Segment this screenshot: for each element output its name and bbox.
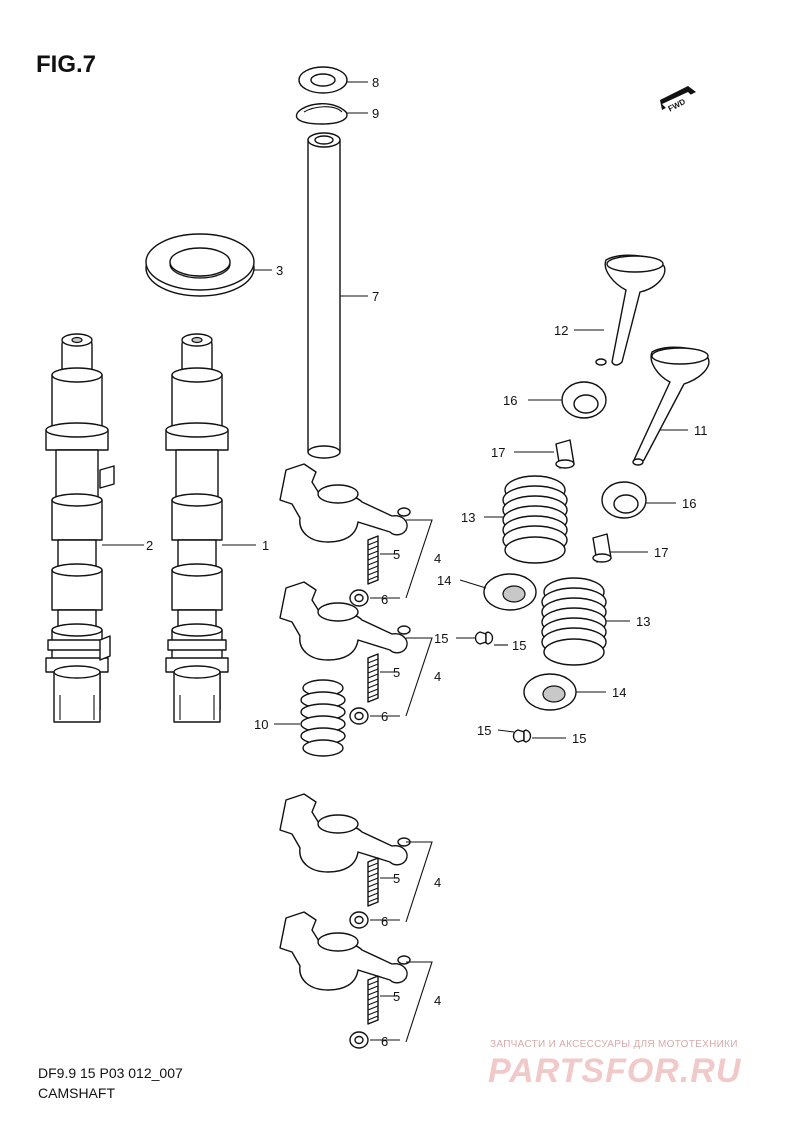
adjusting-screw-2 bbox=[367, 653, 379, 703]
rocker-arm-3 bbox=[279, 793, 411, 873]
part-13-valve-spring-upper bbox=[502, 475, 568, 564]
forward-direction-badge: FWD bbox=[660, 86, 696, 114]
callout-5-group-4: 5 bbox=[393, 989, 400, 1004]
callout-6-group-2: 6 bbox=[381, 709, 388, 724]
rocker-arm-4 bbox=[279, 911, 411, 991]
rocker-arm-2 bbox=[279, 581, 411, 661]
callout-6-group-4: 6 bbox=[381, 1034, 388, 1049]
callout-15-upper-right: 15 bbox=[512, 638, 526, 653]
callout-17-lower: 17 bbox=[654, 545, 668, 560]
callout-4-group-2: 4 bbox=[434, 669, 441, 684]
callout-5-group-3: 5 bbox=[393, 871, 400, 886]
callout-15-upper-left: 15 bbox=[434, 631, 448, 646]
adjusting-screw-3 bbox=[367, 857, 379, 907]
watermark-tagline: ЗАПЧАСТИ И АКСЕССУАРЫ ДЛЯ МОТОТЕХНИКИ bbox=[490, 1039, 738, 1050]
part-7-rocker-shaft bbox=[307, 132, 368, 459]
part-2-camshaft bbox=[45, 333, 115, 723]
callout-5-group-1: 5 bbox=[393, 547, 400, 562]
part-16-valve-seal-lower bbox=[601, 481, 647, 519]
callout-2: 2 bbox=[146, 538, 153, 553]
part-1-camshaft bbox=[165, 333, 229, 723]
figure-title: FIG.7 bbox=[36, 51, 96, 78]
part-15-valve-cotters-upper bbox=[474, 631, 494, 645]
part-3-oil-seal bbox=[145, 233, 272, 297]
callout-15-lower-right: 15 bbox=[572, 731, 586, 746]
callout-13-lower: 13 bbox=[636, 614, 650, 629]
part-13-valve-spring-lower bbox=[541, 577, 607, 666]
callout-14-upper: 14 bbox=[437, 573, 451, 588]
callout-4-group-4: 4 bbox=[434, 993, 441, 1008]
part-10-spring bbox=[274, 679, 346, 757]
callout-13-upper: 13 bbox=[461, 510, 475, 525]
callout-6-group-1: 6 bbox=[381, 592, 388, 607]
callout-1: 1 bbox=[262, 538, 269, 553]
callout-10: 10 bbox=[254, 717, 268, 732]
part-8-washer bbox=[298, 66, 368, 94]
part-15-valve-cotters-lower bbox=[512, 729, 532, 743]
callout-14-lower: 14 bbox=[612, 685, 626, 700]
part-11-valve bbox=[632, 346, 710, 466]
part-17-valve-guide-upper bbox=[555, 439, 575, 469]
callout-16-lower: 16 bbox=[682, 496, 696, 511]
callout-8: 8 bbox=[372, 75, 379, 90]
callout-15-lower-left: 15 bbox=[477, 723, 491, 738]
adjusting-screw-1 bbox=[367, 535, 379, 585]
part-12-valve bbox=[574, 254, 666, 366]
callout-5-group-2: 5 bbox=[393, 665, 400, 680]
part-14-spring-retainer-lower bbox=[523, 673, 577, 711]
adjusting-screw-4 bbox=[367, 975, 379, 1025]
callout-11: 11 bbox=[694, 423, 708, 438]
callout-7: 7 bbox=[372, 289, 379, 304]
lock-nut-2 bbox=[349, 707, 369, 725]
model-code: DF9.9 15 P03 012_007 bbox=[38, 1065, 183, 1081]
callout-9: 9 bbox=[372, 106, 379, 121]
part-9-gasket bbox=[295, 103, 368, 125]
lock-nut-4 bbox=[349, 1031, 369, 1049]
rocker-arm-1 bbox=[279, 463, 411, 543]
callout-6-group-3: 6 bbox=[381, 914, 388, 929]
part-16-valve-seal-upper bbox=[561, 381, 607, 419]
callout-4-group-3: 4 bbox=[434, 875, 441, 890]
section-title: CAMSHAFT bbox=[38, 1085, 115, 1101]
lock-nut-1 bbox=[349, 589, 369, 607]
callout-3: 3 bbox=[276, 263, 283, 278]
callout-16-upper: 16 bbox=[503, 393, 517, 408]
part-17-valve-guide-lower bbox=[592, 533, 612, 563]
part-14-spring-retainer-upper bbox=[483, 573, 537, 611]
watermark-site: PARTSFOR.RU bbox=[488, 1052, 742, 1090]
callout-4-group-1: 4 bbox=[434, 551, 441, 566]
callout-12: 12 bbox=[554, 323, 568, 338]
callout-17-upper: 17 bbox=[491, 445, 505, 460]
lock-nut-3 bbox=[349, 911, 369, 929]
